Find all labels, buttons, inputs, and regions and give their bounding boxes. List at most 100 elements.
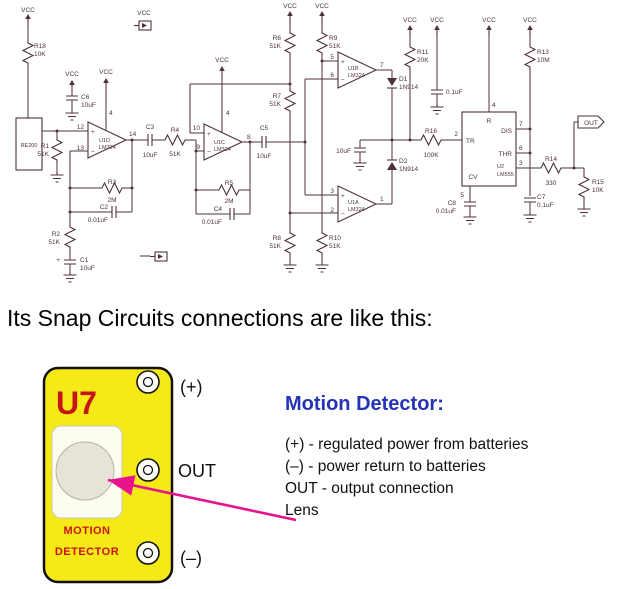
pin-4: 4: [492, 102, 496, 109]
vcc-label: VCC: [99, 69, 113, 76]
vcc-label: VCC: [430, 17, 444, 24]
vcc-label: VCC: [482, 17, 496, 24]
label-u1b-part: LM324: [348, 73, 365, 79]
value-r18: 10K: [34, 51, 46, 58]
schematic-symbols: [15, 10, 605, 283]
ground-symbol: [64, 109, 80, 121]
vcc-label: VCC: [65, 71, 79, 78]
pir-label: RE200: [21, 143, 38, 149]
value-c4: 0.01uF: [202, 219, 222, 226]
vcc-symbol: [102, 77, 110, 91]
value-mid-cap: 0.1uF: [446, 89, 463, 96]
out-arrow-shape: [577, 115, 605, 129]
vcc-symbol: [526, 24, 534, 38]
snap-connector-icon: [133, 20, 152, 31]
vcc-symbol: [286, 10, 294, 24]
opamp-plus: +: [341, 59, 345, 66]
value-c3: 10uF: [143, 152, 158, 159]
resistor-symbol: [578, 173, 590, 201]
pin-9: 9: [196, 144, 200, 151]
pin-5: 5: [330, 54, 334, 61]
pin-13: 13: [77, 145, 85, 152]
pin-7: 7: [519, 121, 523, 128]
vcc-label: VCC: [21, 7, 35, 14]
ground-symbol: [462, 213, 478, 225]
capacitor-symbol: [147, 133, 153, 147]
label-c2: C2: [100, 204, 109, 211]
snap-module-figure: U7 MOTION DETECTOR (+) OUT (–) Motion De…: [42, 366, 529, 584]
vcc-label: VCC: [215, 57, 229, 64]
label-d1: D1: [399, 76, 408, 83]
diode-symbol: [386, 159, 398, 171]
label-c5: C5: [260, 125, 269, 132]
value-c7: 0.1uF: [537, 202, 554, 209]
label-r13: R13: [537, 49, 549, 56]
label-c7: C7: [537, 194, 546, 201]
snap-connector: [136, 458, 160, 482]
vcc-symbol: [218, 65, 226, 79]
ground-symbol: [49, 171, 65, 183]
value-r9: 51K: [329, 43, 341, 50]
pin-6: 6: [519, 145, 523, 152]
capacitor-symbol: [523, 197, 537, 203]
label-r9: R9: [329, 35, 338, 42]
capacitor-symbol: [63, 259, 77, 265]
opamp-minus: −: [341, 77, 345, 84]
pir-sensor-box: [15, 117, 43, 171]
value-d2: 1N914: [399, 166, 419, 173]
pin-thr: THR: [499, 151, 513, 158]
label-r18: R18: [34, 43, 46, 50]
label-u1b: U1B: [348, 66, 359, 72]
pin-12: 12: [77, 124, 85, 131]
value-r16: 100K: [423, 152, 439, 159]
pin-10: 10: [193, 125, 201, 132]
resistor-symbol: [284, 229, 296, 257]
description-line: OUT - output connection: [285, 480, 454, 497]
ground-symbol: [282, 261, 298, 273]
caption-heading: Its Snap Circuits connections are like t…: [7, 305, 433, 331]
lens: [55, 441, 115, 501]
opamp-plus: +: [207, 131, 211, 138]
label-r14: R14: [545, 156, 557, 163]
pin-4: 4: [109, 110, 113, 117]
pin-r: R: [487, 118, 492, 125]
lens-pointer-arrow: [107, 475, 297, 522]
value-c8: 0.01uF: [436, 208, 456, 215]
snap-connector: [136, 370, 160, 394]
label-r2: R2: [52, 231, 61, 238]
opamp-plus: +: [91, 129, 95, 136]
description-line: (+) - regulated power from batteries: [285, 436, 529, 453]
value-d1: 1N914: [399, 84, 419, 91]
capacitor-symbol: [229, 207, 235, 221]
snap-connector-icon: [149, 251, 168, 262]
pin-3: 3: [330, 188, 334, 195]
value-r5: 2M: [224, 198, 233, 205]
timer-ic-box: [461, 111, 517, 187]
label-d2: D2: [399, 158, 408, 165]
vcc-symbol: [433, 24, 441, 38]
pin-8: 8: [247, 134, 251, 141]
junction-dots: [55, 59, 576, 215]
label-u1a: U1A: [348, 200, 359, 206]
label-r5: R5: [225, 180, 234, 187]
pin-label-out: OUT: [178, 461, 216, 481]
pin-1: 1: [380, 196, 384, 203]
value-c5: 10uF: [257, 153, 272, 160]
opamp-minus: −: [207, 149, 211, 156]
resistor-symbol: [316, 229, 328, 257]
value-r2: 51K: [48, 239, 60, 246]
label-r11: R11: [417, 49, 429, 56]
description-block: Motion Detector: (+) - regulated power f…: [285, 393, 529, 519]
vcc-label: VCC: [523, 17, 537, 24]
value-r4: 51K: [169, 151, 181, 158]
capacitor-symbol: [65, 95, 79, 101]
opamp-plus: +: [341, 193, 345, 200]
description-title: Motion Detector:: [285, 393, 444, 415]
vcc-symbol: [68, 79, 76, 93]
label-r16: R16: [425, 128, 437, 135]
resistor-symbol: [22, 39, 34, 67]
capacitor-symbol: [261, 135, 267, 149]
label-c3: C3: [146, 124, 155, 131]
label-u1d: U1D: [99, 138, 110, 144]
